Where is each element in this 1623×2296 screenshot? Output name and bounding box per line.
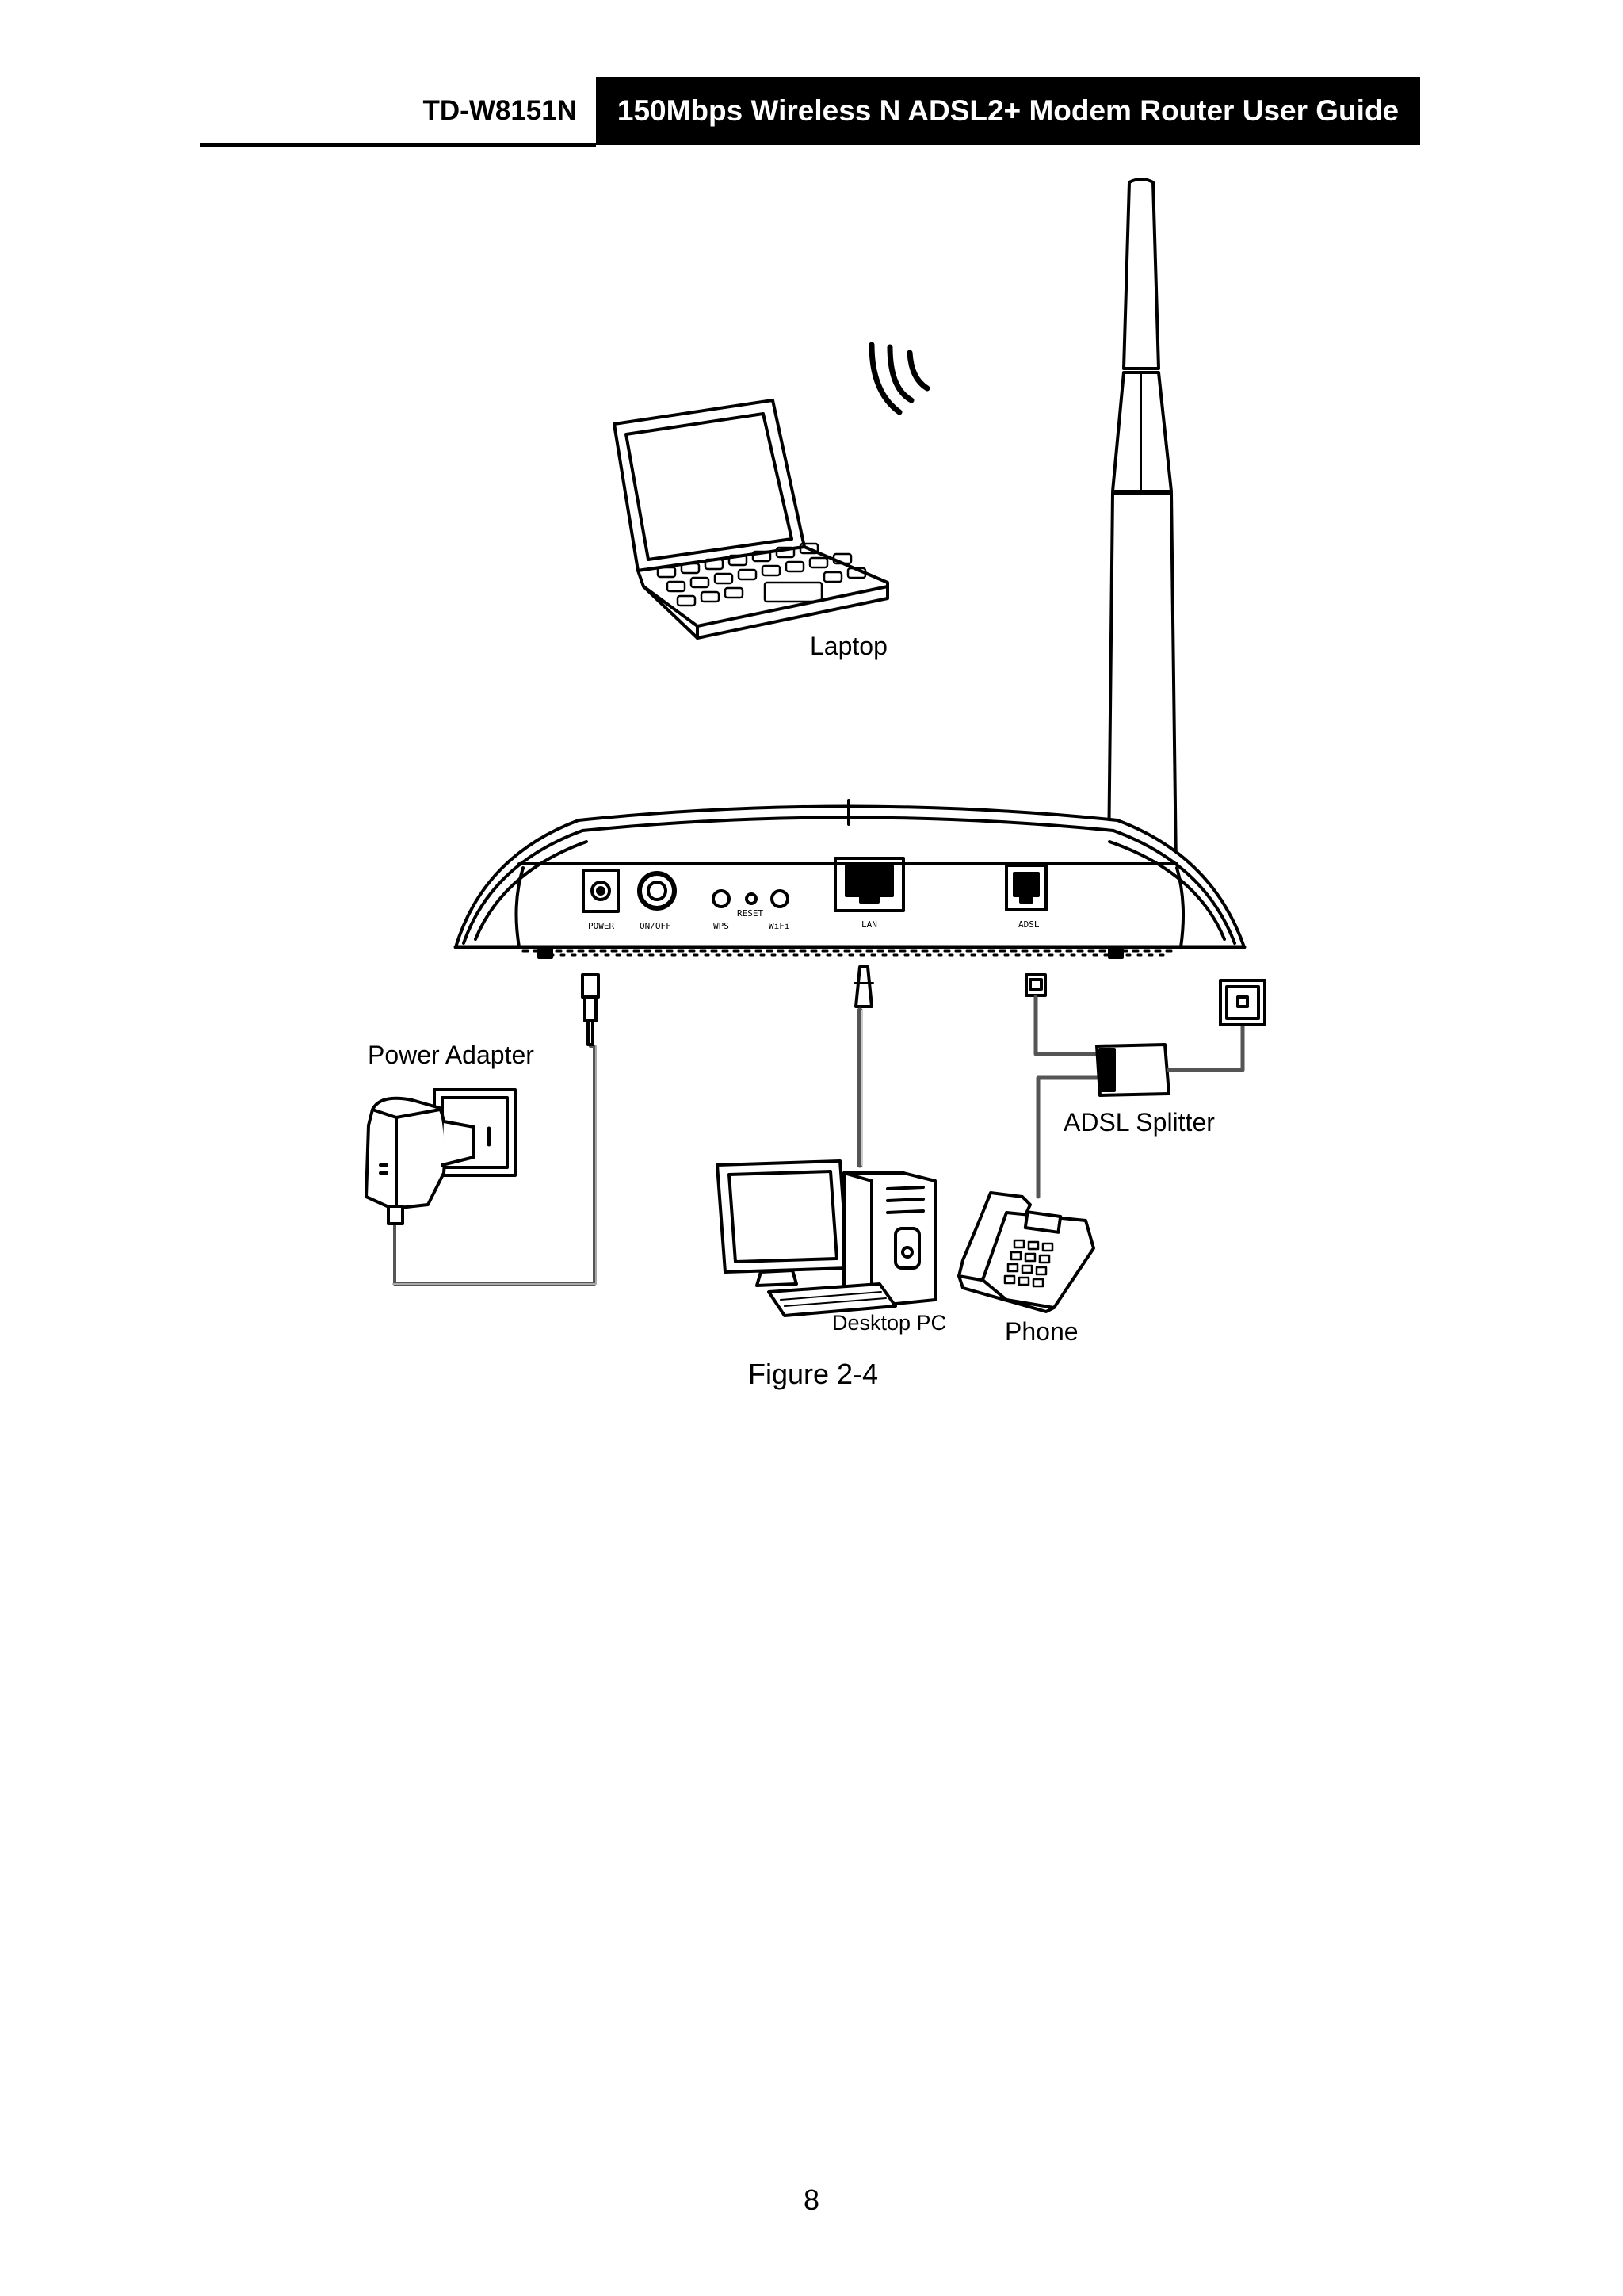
wps-label: WPS bbox=[713, 921, 729, 931]
page-number: 8 bbox=[804, 2183, 820, 2216]
laptop-label: Laptop bbox=[810, 632, 888, 660]
adsl-splitter-icon bbox=[1095, 1014, 1245, 1097]
router-icon: POWER ON/OFF WPS RESET WiFi LAN ADSL bbox=[453, 799, 1247, 959]
power-adapter-label: Power Adapter bbox=[368, 1041, 534, 1069]
page-header: TD-W8151N 150Mbps Wireless N ADSL2+ Mode… bbox=[200, 77, 1420, 147]
adsl-port bbox=[1005, 864, 1048, 911]
adsl-label: ADSL bbox=[1018, 919, 1040, 930]
model-name: TD-W8151N bbox=[422, 95, 577, 126]
telephone-icon bbox=[957, 1191, 1095, 1313]
phone-cable bbox=[1025, 973, 1099, 1199]
power-port-label: POWER bbox=[588, 921, 614, 931]
header-rule bbox=[200, 143, 596, 147]
laptop-icon bbox=[613, 399, 889, 640]
wireless-signal-icon bbox=[869, 342, 930, 415]
power-switch bbox=[637, 871, 677, 911]
power-cable bbox=[392, 973, 600, 1286]
wifi-button bbox=[770, 889, 789, 908]
power-adapter-icon bbox=[365, 1088, 517, 1225]
ethernet-cable bbox=[854, 965, 874, 1168]
on-off-label: ON/OFF bbox=[640, 921, 671, 931]
phone-wall-jack-icon bbox=[1219, 979, 1266, 1026]
adsl-splitter-label: ADSL Splitter bbox=[1064, 1108, 1215, 1137]
desktop-pc-icon bbox=[716, 1159, 937, 1317]
reset-button bbox=[745, 892, 758, 905]
antenna-icon bbox=[1106, 178, 1178, 933]
power-port bbox=[582, 869, 620, 913]
lan-port bbox=[834, 857, 905, 912]
phone-label: Phone bbox=[1005, 1317, 1079, 1346]
lan-label: LAN bbox=[861, 919, 877, 930]
wifi-label: WiFi bbox=[769, 921, 790, 931]
reset-label: RESET bbox=[737, 908, 763, 919]
guide-title: 150Mbps Wireless N ADSL2+ Modem Router U… bbox=[596, 77, 1420, 145]
desktop-pc-label: Desktop PC bbox=[832, 1311, 947, 1335]
wps-button bbox=[712, 889, 731, 908]
figure-caption: Figure 2-4 bbox=[748, 1358, 879, 1390]
